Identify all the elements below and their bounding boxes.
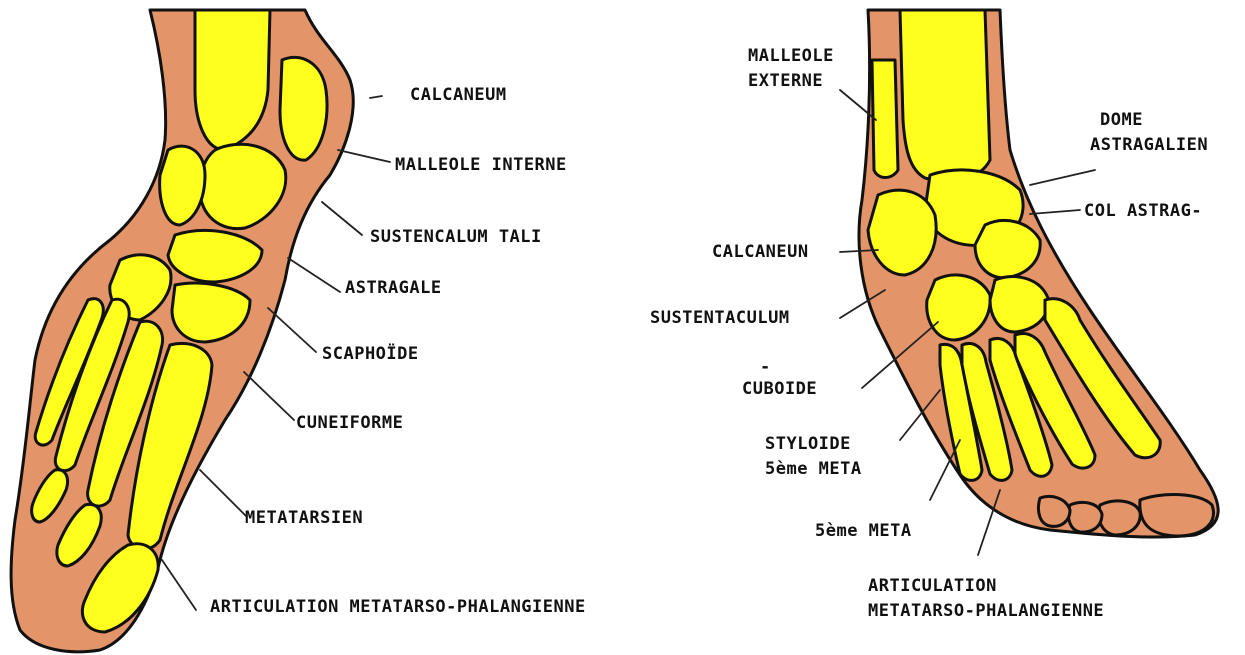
left-malleolus-bone (280, 57, 327, 160)
right-calcaneus-bone (868, 190, 936, 275)
leader-metatarsien (200, 470, 246, 516)
label-5eme-meta: 5ème META (815, 522, 912, 542)
label-calcaneum: CALCANEUM (410, 86, 507, 106)
label-dome-astragalien: DOME ASTRAGALIEN (1090, 108, 1208, 157)
label-articulation-right-line2: METATARSO-PHALANGIENNE (868, 599, 1104, 624)
label-sustentaculum: SUSTENTACULUM (650, 309, 790, 329)
label-articulation-right-line1: ARTICULATION (868, 574, 1104, 599)
label-dome-line2: ASTRAGALIEN (1090, 133, 1208, 158)
label-malleole-externe-line1: MALLEOLE (748, 44, 834, 69)
label-sustencalum-tali: SUSTENCALUM TALI (370, 228, 542, 248)
leader-dome (1030, 170, 1095, 185)
label-cuneiforme: CUNEIFORME (296, 414, 403, 434)
label-malleole-interne: MALLEOLE INTERNE (395, 156, 567, 176)
right-toe-3 (1068, 502, 1102, 532)
label-calcaneun: CALCANEUN (712, 243, 809, 263)
label-astragale: ASTRAGALE (345, 279, 442, 299)
label-cuboide: CUBOIDE (742, 380, 817, 400)
label-styloide-line1: STYLOIDE (765, 432, 862, 457)
label-dome-line1: DOME (1090, 108, 1208, 133)
label-col-astrag: COL ASTRAG- (1084, 202, 1202, 222)
leader-cuneiforme (244, 372, 294, 420)
right-toe-2 (1099, 501, 1140, 535)
label-metatarsien: METATARSIEN (245, 509, 363, 529)
right-toe-1 (1140, 495, 1214, 536)
right-tibia-bone (900, 10, 990, 181)
right-cuneiform-bone (990, 277, 1048, 332)
label-dash: - (760, 358, 771, 378)
label-malleole-externe: MALLEOLE EXTERNE (748, 44, 834, 93)
label-scaphoide: SCAPHOÏDE (322, 345, 419, 365)
label-styloide: STYLOIDE 5ème META (765, 432, 862, 481)
leader-calcaneum (370, 96, 382, 98)
label-malleole-externe-line2: EXTERNE (748, 69, 834, 94)
leader-articulation-left (162, 560, 196, 610)
leader-col-astrag (1030, 210, 1080, 214)
leader-malleole-interne (338, 150, 390, 162)
label-articulation-left: ARTICULATION METATARSO-PHALANGIENNE (210, 598, 586, 618)
label-styloide-line2: 5ème META (765, 457, 862, 482)
leader-astragale (288, 258, 340, 292)
leader-sustencalum (322, 202, 362, 235)
label-articulation-right: ARTICULATION METATARSO-PHALANGIENNE (868, 574, 1104, 623)
right-toe-4 (1038, 497, 1070, 527)
leader-scaphoide (268, 308, 316, 352)
